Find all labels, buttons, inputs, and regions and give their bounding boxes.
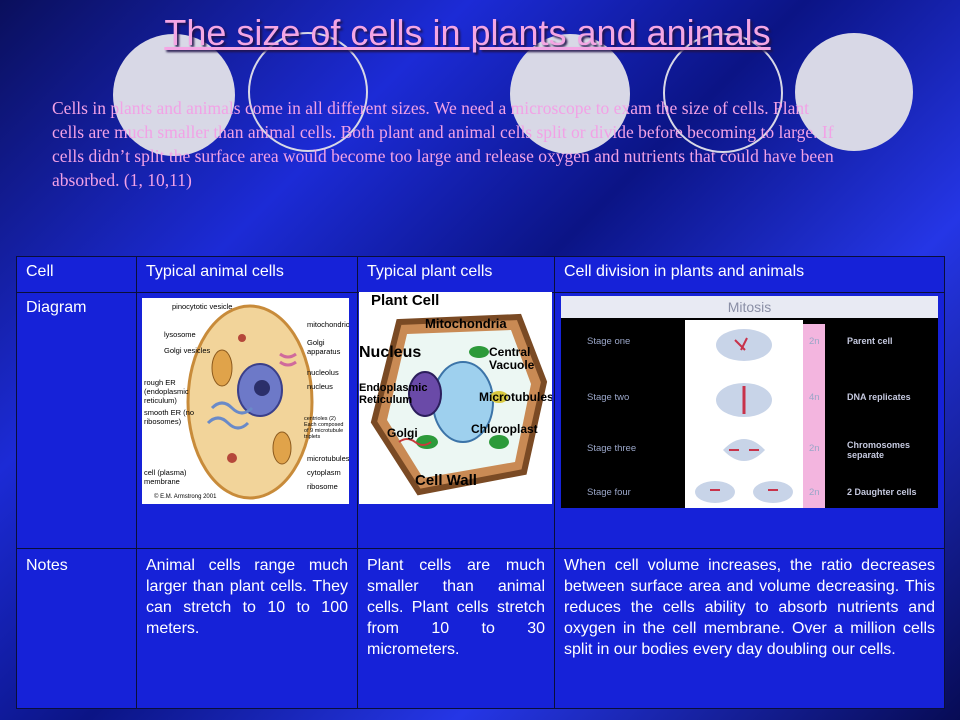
- plant-label: Endoplasmic Reticulum: [359, 382, 428, 406]
- ploidy-label: 2n: [809, 487, 820, 498]
- mitosis-description: Chromosomes separate: [847, 440, 911, 460]
- header-cell-cell: Cell: [16, 256, 137, 293]
- animal-label: centrioles (2) Each composed of 9 microt…: [304, 416, 344, 440]
- plant-label: Chloroplast: [471, 422, 538, 436]
- decor-circle-1: [113, 34, 235, 156]
- plant-diagram-title: Plant Cell: [371, 292, 440, 309]
- header-cell-division: Cell division in plants and animals: [554, 256, 945, 293]
- plant-label: Cell Wall: [415, 472, 477, 489]
- ploidy-bar: [803, 324, 825, 508]
- decor-ring-1: [248, 32, 368, 152]
- header-cell-plant: Typical plant cells: [357, 256, 555, 293]
- table-row-notes: Notes Animal cells range much larger tha…: [16, 548, 945, 709]
- mitosis-stage-label: Stage three: [587, 443, 637, 454]
- mitosis-description: 2 Daughter cells: [847, 487, 917, 497]
- plant-label: Golgi: [387, 426, 418, 440]
- plant-label: Central Vacuole: [489, 345, 535, 372]
- mitosis-description: Parent cell: [847, 336, 893, 346]
- animal-notes: Animal cells range much larger than plan…: [136, 548, 358, 709]
- decor-circle-3: [795, 33, 913, 151]
- table-header-row: Cell Typical animal cells Typical plant …: [16, 256, 945, 293]
- animal-label: cell (plasma) membrane: [144, 468, 187, 486]
- animal-label: cytoplasm: [307, 468, 341, 477]
- mitosis-diagram: Mitosis Stage one Stage two Stage three …: [561, 296, 938, 508]
- animal-diagram-credit: © E.M. Armstrong 2001: [154, 494, 217, 500]
- mitosis-stage-label: Stage four: [587, 487, 631, 498]
- intro-paragraph: Cells in plants and animals come in all …: [52, 98, 834, 190]
- plant-cell-illustration: [370, 313, 548, 496]
- plant-label: Microtubules: [479, 390, 552, 404]
- decor-ring-2: [663, 33, 783, 153]
- animal-label: lysosome: [164, 330, 196, 339]
- ploidy-label: 2n: [809, 443, 820, 454]
- animal-cell-illustration: [186, 304, 314, 500]
- animal-label: pinocytotic vesicle: [172, 302, 233, 311]
- animal-label: Golgi apparatus: [307, 338, 341, 356]
- row-label-diagram: Diagram: [16, 292, 137, 549]
- plant-cell-diagram: Plant Cell Mitochondria Nucleus Central …: [359, 292, 552, 504]
- animal-label: mitochondrion: [307, 320, 349, 329]
- plant-notes: Plant cells are much smaller than animal…: [357, 548, 555, 709]
- mitosis-title: Mitosis: [561, 296, 938, 318]
- decor-circle-2: [510, 34, 630, 154]
- header-cell-animal: Typical animal cells: [136, 256, 358, 293]
- animal-label: ribosome: [307, 482, 338, 491]
- animal-label: nucleolus: [307, 368, 339, 377]
- mitosis-cell-panel: [685, 320, 803, 508]
- animal-label: nucleus: [307, 382, 333, 391]
- division-notes: When cell volume increases, the ratio de…: [554, 548, 945, 709]
- mitosis-stage-label: Stage two: [587, 392, 630, 403]
- mitosis-description: DNA replicates: [847, 392, 911, 402]
- mitosis-cells-illustration: [695, 329, 793, 503]
- plant-label: Nucleus: [359, 344, 422, 361]
- ploidy-label: 4n: [809, 392, 820, 403]
- plant-label: Mitochondria: [425, 316, 507, 331]
- animal-label: Golgi vesicles: [164, 346, 211, 355]
- slide-title: The size of cells in plants and animals: [164, 12, 771, 53]
- animal-label: microtubules: [307, 454, 349, 463]
- animal-label: rough ER (endoplasmic reticulum): [144, 378, 189, 405]
- row-label-notes: Notes: [16, 548, 137, 709]
- ploidy-label: 2n: [809, 336, 820, 347]
- mitosis-stage-label: Stage one: [587, 336, 631, 347]
- animal-cell-diagram: pinocytotic vesicle lysosome Golgi vesic…: [142, 298, 349, 504]
- animal-label: smooth ER (no ribosomes): [144, 408, 195, 426]
